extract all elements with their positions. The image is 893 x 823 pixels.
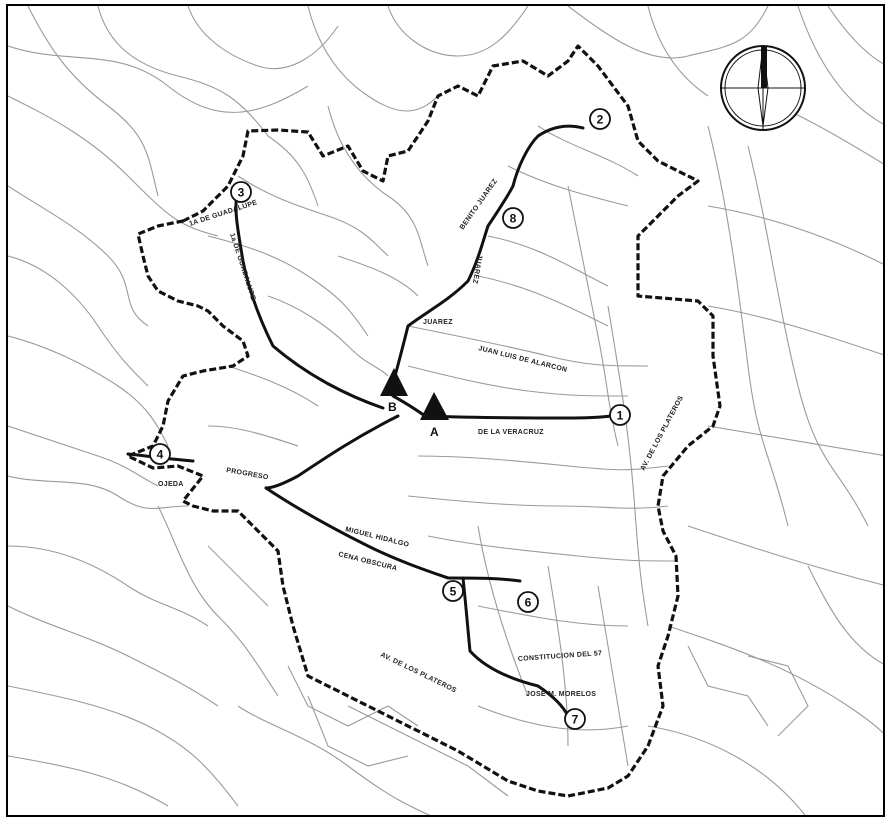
map-canvas: 1A DE GUADALUPE 1a DE GUADALUPE BENITO J… [8,6,883,815]
stop-number: 8 [510,212,517,226]
stop-number: 3 [238,186,245,200]
stop-6: 6 [517,591,539,613]
street-label: AV. DE LOS PLATEROS [640,395,686,472]
stop-number: 1 [617,409,624,423]
marker-label: A [430,425,439,439]
street-label: CONSTITUCION DEL 57 [518,650,603,663]
stop-number: 7 [572,713,579,727]
street-label: AV. DE LOS PLATEROS [379,652,457,695]
street-network [8,6,883,815]
district-boundary [126,44,722,798]
street-label: PROGRESO [226,467,270,481]
stop-number: 6 [525,596,532,610]
street-label: JOSE M. MORELOS [526,691,596,698]
stop-5: 5 [442,580,464,602]
walking-routes [126,124,613,718]
stop-number: 4 [157,448,164,462]
marker-label: B [388,400,397,414]
stop-number: 5 [450,585,457,599]
stop-7: 7 [564,708,586,730]
stop-8: 8 [502,207,524,229]
street-labels: 1A DE GUADALUPE 1a DE GUADALUPE BENITO J… [158,177,685,698]
stop-2: 2 [589,108,611,130]
stop-4: 4 [149,443,171,465]
street-label: JUAREZ [423,319,453,326]
stop-1: 1 [609,404,631,426]
street-label: 1a DE GUADALUPE [228,232,256,301]
street-label: 1A DE GUADALUPE [188,199,258,228]
marker-b: B [380,368,408,414]
street-label: DE LA VERACRUZ [478,429,544,436]
stop-number: 2 [597,113,604,127]
street-label: OJEDA [158,481,184,488]
street-label: BENITO JUAREZ [459,177,499,231]
north-arrow-icon [720,45,806,131]
marker-a: A [420,392,449,439]
map-frame: 1A DE GUADALUPE 1a DE GUADALUPE BENITO J… [6,4,885,817]
stop-3: 3 [230,181,252,203]
